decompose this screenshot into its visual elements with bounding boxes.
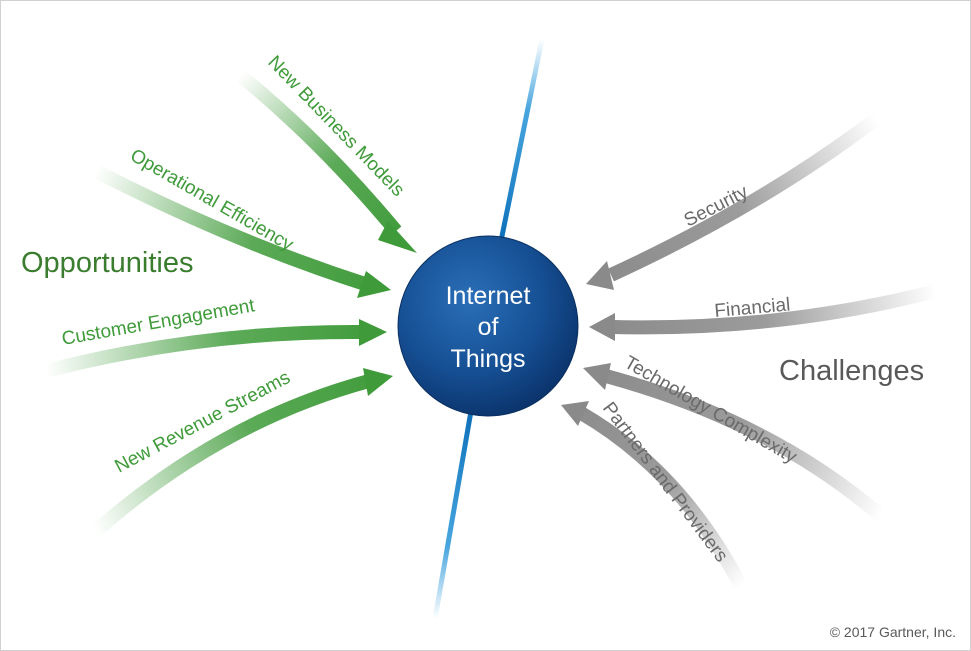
axis-line-bottom: [432, 408, 474, 622]
center-label-line-3: Things: [450, 345, 525, 373]
center-label-line-2: of: [478, 313, 499, 341]
challenge-label-partners-and-providers: Partners and Providers: [598, 398, 732, 566]
arrow-security: [586, 113, 881, 290]
arrow-partners-and-providers: [561, 401, 748, 590]
arrow-customer-engagement: [44, 319, 387, 378]
opportunities-heading: Opportunities: [21, 247, 194, 279]
arrow-operational-efficiency: [92, 164, 391, 298]
center-circle: [397, 235, 579, 417]
arrow-financial: [589, 284, 938, 341]
arrow-new-business-models: [236, 70, 417, 253]
center-label-line-1: Internet: [446, 282, 531, 310]
copyright-text: © 2017 Gartner, Inc.: [830, 624, 956, 640]
arrow-new-revenue-streams: [91, 368, 393, 537]
opportunity-label-new-business-models: New Business Models: [263, 52, 408, 201]
arrow-technology-complexity: [583, 363, 886, 522]
axis-line-top: [498, 36, 545, 244]
challenges-heading: Challenges: [779, 355, 924, 387]
